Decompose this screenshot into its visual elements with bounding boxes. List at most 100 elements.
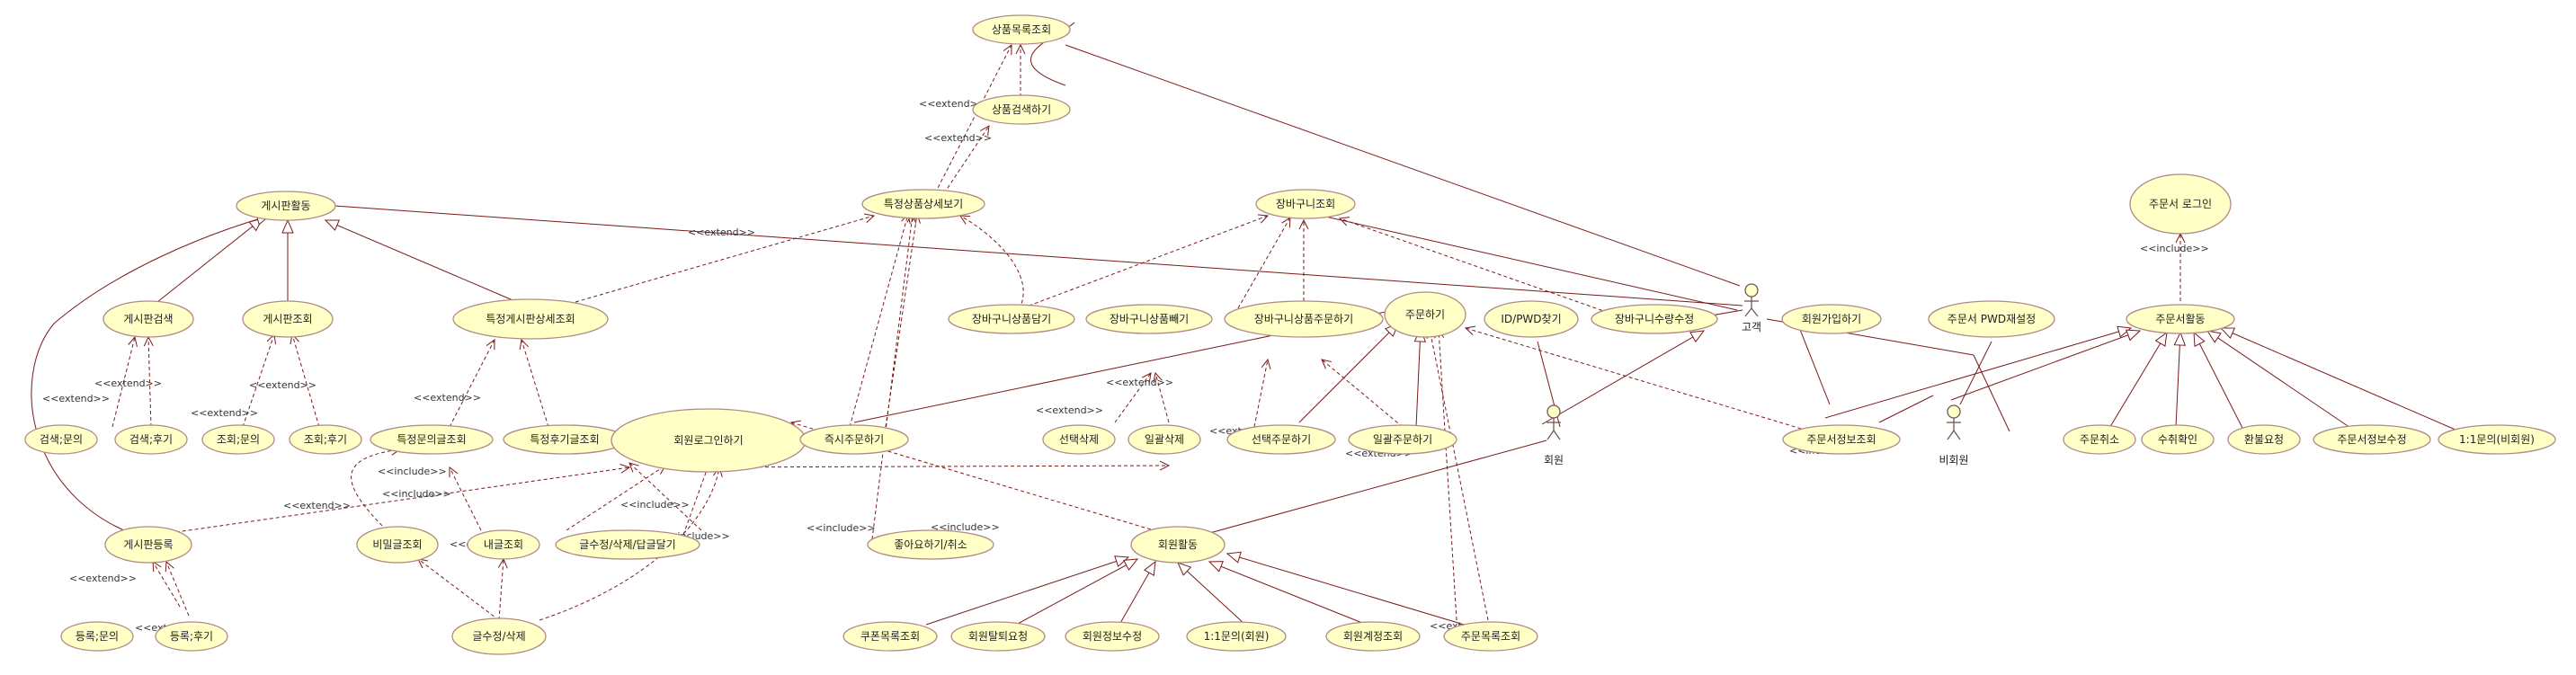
stick-figure-icon — [1744, 283, 1759, 317]
use-case-post-edit-delete[interactable]: 글수정/삭제 — [451, 617, 547, 655]
svg-text:비밀글조회: 비밀글조회 — [372, 538, 422, 551]
svg-text:주문서활동: 주문서활동 — [2155, 313, 2205, 325]
use-case-board-register[interactable]: 게시판등록 — [104, 526, 192, 564]
use-case-select-order[interactable]: 선택주문하기 — [1226, 424, 1336, 455]
use-case-withdraw[interactable]: 회원탈퇴요청 — [950, 621, 1046, 652]
svg-text:글수정/삭제/답글달기: 글수정/삭제/답글달기 — [579, 538, 675, 551]
svg-text:1:1문의(비회원): 1:1문의(비회원) — [2459, 433, 2535, 446]
svg-text:조회;문의: 조회;문의 — [217, 433, 260, 446]
actor-customer[interactable]: 고객 — [1742, 283, 1761, 333]
use-case-product-detail[interactable]: 특정상품상세보기 — [861, 189, 985, 219]
stereotype-extend: <<extend>> — [249, 379, 316, 391]
svg-text:주문서 로그인: 주문서 로그인 — [2149, 198, 2212, 210]
use-case-board-activity[interactable]: 게시판활동 — [236, 191, 336, 221]
use-case-board-view[interactable]: 게시판조회 — [242, 300, 334, 338]
use-case-reg-inquiry[interactable]: 등록;문의 — [60, 621, 134, 652]
use-case-board-detail[interactable]: 특정게시판상세조회 — [452, 298, 609, 340]
stereotype-extend: <<extend>> — [283, 500, 351, 511]
use-case-order-cancel[interactable]: 주문취소 — [2063, 424, 2136, 455]
svg-text:즉시주문하기: 즉시주문하기 — [824, 433, 884, 446]
svg-text:장바구니수량수정: 장바구니수량수정 — [1615, 313, 1694, 325]
stereotype-extend: <<extend>> — [94, 377, 162, 389]
use-case-search-inquiry[interactable]: 검색;문의 — [24, 424, 98, 455]
svg-text:주문서 PWD재설정: 주문서 PWD재설정 — [1948, 313, 2036, 325]
svg-text:등록;후기: 등록;후기 — [170, 630, 213, 643]
svg-text:내글조회: 내글조회 — [484, 538, 523, 551]
stereotype-labels: <<extend>> <<extend>> <<extend>> <<exten… — [42, 98, 2209, 634]
svg-text:게시판검색: 게시판검색 — [123, 313, 173, 325]
use-case-specific-inquiry[interactable]: 특정문의글조회 — [370, 424, 494, 455]
use-case-view-inquiry[interactable]: 조회;문의 — [201, 424, 275, 455]
svg-text:검색;후기: 검색;후기 — [129, 433, 173, 446]
svg-text:글수정/삭제: 글수정/삭제 — [472, 630, 525, 643]
use-case-cart-remove[interactable]: 장바구니상품빼기 — [1085, 304, 1213, 334]
svg-text:회원활동: 회원활동 — [1158, 538, 1198, 551]
svg-text:게시판조회: 게시판조회 — [263, 313, 312, 325]
use-case-order[interactable]: 주문하기 — [1384, 291, 1466, 338]
use-case-order-info-view[interactable]: 주문서정보조회 — [1782, 424, 1901, 455]
use-case-product-list[interactable]: 상품목록조회 — [972, 14, 1071, 45]
stereotype-include: <<include>> — [807, 522, 876, 534]
svg-text:수취확인: 수취확인 — [2158, 433, 2197, 446]
svg-text:주문서정보조회: 주문서정보조회 — [1806, 433, 1876, 446]
use-case-member-login[interactable]: 회원로그인하기 — [611, 408, 807, 473]
use-case-receipt-confirm[interactable]: 수취확인 — [2141, 424, 2215, 455]
use-case-signup[interactable]: 회원가입하기 — [1781, 304, 1882, 334]
use-case-cart-order[interactable]: 장바구니상품주문하기 — [1224, 300, 1384, 338]
use-case-cart-qty[interactable]: 장바구니수량수정 — [1591, 304, 1718, 334]
use-case-bulk-order[interactable]: 일괄주문하기 — [1348, 424, 1457, 455]
stereotype-extend: <<extend>> — [919, 98, 986, 110]
actor-member[interactable]: 회원 — [1544, 404, 1564, 466]
use-case-order-activity[interactable]: 주문서활동 — [2126, 304, 2235, 334]
use-case-member-info-edit[interactable]: 회원정보수정 — [1065, 621, 1160, 652]
use-case-my-post[interactable]: 내글조회 — [467, 529, 540, 560]
svg-text:장바구니상품빼기: 장바구니상품빼기 — [1110, 313, 1189, 325]
use-case-bulk-delete[interactable]: 일괄삭제 — [1128, 424, 1201, 455]
use-case-find-id-pwd[interactable]: ID/PWD찾기 — [1484, 300, 1579, 338]
svg-text:게시판등록: 게시판등록 — [123, 538, 173, 551]
svg-text:장바구니조회: 장바구니조회 — [1276, 198, 1335, 210]
use-case-qna-nonmember[interactable]: 1:1문의(비회원) — [2438, 424, 2556, 455]
use-case-like-cancel[interactable]: 좋아요하기/취소 — [867, 529, 994, 560]
actor-nonmember[interactable]: 비회원 — [1939, 404, 1969, 466]
stereotype-extend: <<extend>> — [1106, 377, 1173, 388]
use-case-coupon-list[interactable]: 쿠폰목록조회 — [842, 621, 938, 652]
stereotype-extend: <<extend>> — [69, 573, 137, 584]
use-case-member-account[interactable]: 회원계정조회 — [1325, 621, 1421, 652]
use-case-specific-review[interactable]: 특정후기글조회 — [503, 424, 627, 455]
svg-text:회원로그인하기: 회원로그인하기 — [673, 434, 743, 447]
stereotype-extend: <<extend>> — [688, 226, 755, 238]
svg-text:일괄주문하기: 일괄주문하기 — [1373, 433, 1432, 446]
use-case-order-info-edit[interactable]: 주문서정보수정 — [2313, 424, 2431, 455]
svg-text:특정게시판상세조회: 특정게시판상세조회 — [486, 313, 575, 325]
svg-text:환불요청: 환불요청 — [2244, 433, 2284, 446]
dependencies — [111, 45, 2180, 621]
use-case-secret-post[interactable]: 비밀글조회 — [356, 526, 439, 564]
use-case-instant-order[interactable]: 즉시주문하기 — [799, 424, 909, 455]
use-case-select-delete[interactable]: 선택삭제 — [1042, 424, 1116, 455]
use-case-view-review[interactable]: 조회;후기 — [289, 424, 362, 455]
generalizations — [31, 216, 2465, 630]
stereotype-extend: <<extend>> — [42, 393, 110, 404]
svg-text:주문목록조회: 주문목록조회 — [1461, 630, 1520, 643]
svg-text:회원가입하기: 회원가입하기 — [1802, 313, 1861, 325]
use-case-qna-member[interactable]: 1:1문의(회원) — [1186, 621, 1287, 652]
use-case-order-list[interactable]: 주문목록조회 — [1443, 621, 1538, 652]
use-case-board-search[interactable]: 게시판검색 — [103, 300, 194, 338]
stereotype-extend: <<extend>> — [414, 392, 481, 404]
svg-text:선택삭제: 선택삭제 — [1059, 433, 1099, 446]
svg-text:선택주문하기: 선택주문하기 — [1252, 433, 1311, 446]
use-case-reg-review[interactable]: 등록;후기 — [155, 621, 228, 652]
use-case-member-activity[interactable]: 회원활동 — [1130, 526, 1226, 564]
use-case-refund-request[interactable]: 환불요청 — [2227, 424, 2301, 455]
use-case-order-pwd-reset[interactable]: 주문서 PWD재설정 — [1928, 300, 2055, 338]
use-case-search-review[interactable]: 검색;후기 — [114, 424, 188, 455]
stereotype-extend: <<extend>> — [924, 132, 992, 144]
use-case-cart-view[interactable]: 장바구니조회 — [1255, 189, 1356, 219]
use-case-post-edit-delete-reply[interactable]: 글수정/삭제/답글달기 — [555, 529, 700, 560]
use-case-add-to-cart[interactable]: 장바구니상품담기 — [948, 304, 1075, 334]
svg-text:회원계정조회: 회원계정조회 — [1343, 630, 1403, 643]
use-case-order-login[interactable]: 주문서 로그인 — [2129, 173, 2232, 235]
use-case-product-search[interactable]: 상품검색하기 — [972, 94, 1071, 125]
